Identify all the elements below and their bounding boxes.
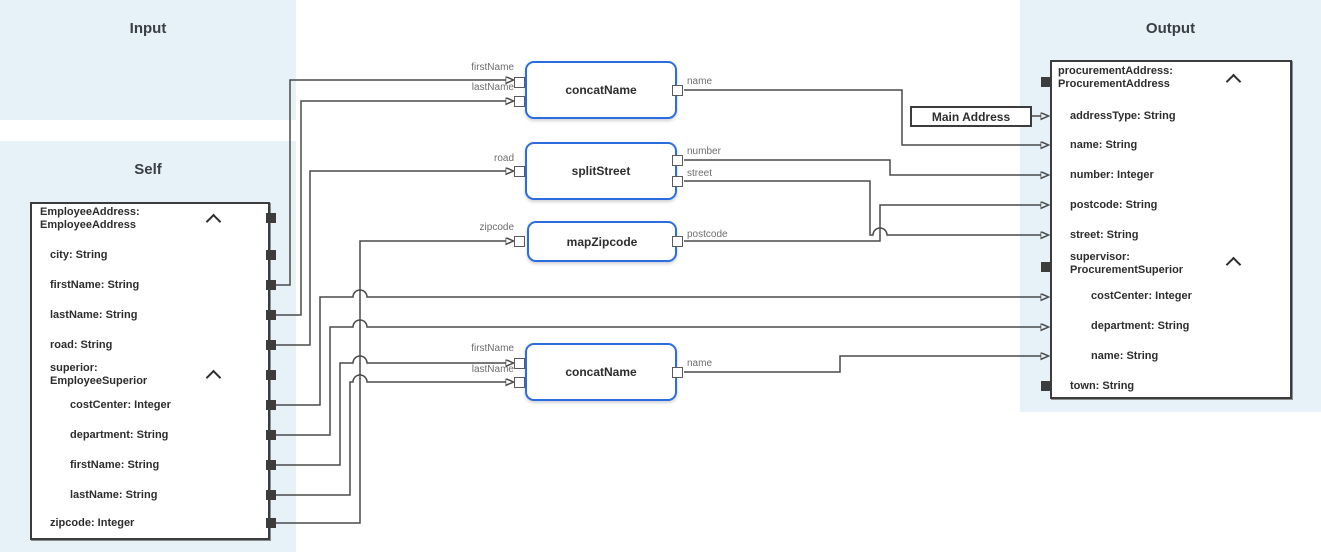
source-port-city[interactable] [266, 250, 276, 260]
source-field-firstname[interactable]: firstName: String [50, 279, 140, 291]
connector-firstname-to-concatname1[interactable] [272, 80, 506, 286]
target-field-postcode[interactable]: postcode: String [1070, 199, 1158, 211]
concatname2-output-port-name[interactable] [672, 367, 683, 378]
source-group-title-line2: EmployeeSuperior [50, 375, 148, 387]
source-field-department[interactable]: department: String [70, 429, 169, 441]
target-group-supervisor[interactable]: supervisor: ProcurementSuperior [1070, 251, 1183, 277]
concatname1-input-port-firstname[interactable] [514, 77, 525, 88]
target-field-name2[interactable]: name: String [1091, 350, 1159, 362]
target-document-box[interactable] [1050, 60, 1292, 399]
constant-main-address[interactable]: Main Address [910, 106, 1032, 127]
transform-mapzipcode[interactable]: mapZipcode [527, 221, 677, 262]
port-label-road: road [493, 153, 514, 164]
target-group-title-line1: supervisor: [1070, 251, 1130, 263]
connector-lastname-to-concatname1[interactable] [272, 101, 506, 316]
splitstreet-output-port-number[interactable] [672, 155, 683, 166]
source-port-road[interactable] [266, 340, 276, 350]
target-field-department[interactable]: department: String [1091, 320, 1190, 332]
input-panel-title: Input [129, 20, 167, 37]
source-box-title: EmployeeAddress: EmployeeAddress [40, 206, 140, 232]
connector-concatname2-name-to-output[interactable] [684, 356, 1041, 373]
connector-concatname1-name-to-output[interactable] [684, 89, 1041, 145]
source-field-lastname2[interactable]: lastName: String [70, 489, 158, 501]
concatname1-input-port-lastname[interactable] [514, 96, 525, 107]
concatname2-input-port-lastname[interactable] [514, 377, 525, 388]
port-label-postcode: postcode [687, 229, 728, 240]
connector-lastname-to-concatname2[interactable] [272, 374, 506, 496]
concatname2-input-port-firstname[interactable] [514, 358, 525, 369]
source-field-lastname[interactable]: lastName: String [50, 309, 138, 321]
target-field-street[interactable]: street: String [1070, 229, 1139, 241]
target-field-name[interactable]: name: String [1070, 139, 1138, 151]
self-panel-title: Self [134, 161, 162, 178]
port-label-lastname: lastName [471, 82, 514, 93]
port-label-lastname2: lastName [471, 364, 514, 375]
collapse-chevron-icon[interactable] [1225, 73, 1242, 90]
target-port-procurementaddress[interactable] [1041, 77, 1051, 87]
source-port-lastname[interactable] [266, 310, 276, 320]
collapse-chevron-icon[interactable] [1225, 256, 1242, 273]
source-group-title-line1: superior: [50, 362, 98, 374]
target-field-costcenter[interactable]: costCenter: Integer [1091, 290, 1192, 302]
source-port-department[interactable] [266, 430, 276, 440]
source-port-firstname[interactable] [266, 280, 276, 290]
source-port-costcenter[interactable] [266, 400, 276, 410]
connector-costcenter-to-output[interactable] [272, 289, 1041, 406]
source-box-title-line1: EmployeeAddress: [40, 206, 140, 218]
target-box-title: procurementAddress: ProcurementAddress [1058, 65, 1173, 91]
mapzipcode-input-port-zipcode[interactable] [514, 236, 525, 247]
connector-department-to-output[interactable] [272, 319, 1041, 436]
source-field-road[interactable]: road: String [50, 339, 113, 351]
target-port-town[interactable] [1041, 381, 1051, 391]
port-label-number: number [687, 146, 721, 157]
target-field-number[interactable]: number: Integer [1070, 169, 1154, 181]
connector-street-to-output[interactable] [684, 180, 1041, 235]
source-field-city[interactable]: city: String [50, 249, 108, 261]
source-field-firstname2[interactable]: firstName: String [70, 459, 160, 471]
transform-concatname-1[interactable]: concatName [525, 61, 677, 119]
port-label-name: name [687, 76, 713, 87]
transform-concatname-2[interactable]: concatName [525, 343, 677, 401]
target-field-town[interactable]: town: String [1070, 380, 1135, 392]
connector-postcode-to-output[interactable] [684, 205, 1041, 242]
source-box-title-line2: EmployeeAddress [40, 219, 136, 231]
connector-number-to-output[interactable] [684, 159, 1041, 175]
port-label-zipcode: zipcode [479, 222, 514, 233]
source-document-box[interactable] [30, 202, 270, 540]
source-field-costcenter[interactable]: costCenter: Integer [70, 399, 171, 411]
concatname1-output-port-name[interactable] [672, 85, 683, 96]
splitstreet-output-port-street[interactable] [672, 176, 683, 187]
source-port-employeeaddress[interactable] [266, 213, 276, 223]
target-box-title-line1: procurementAddress: [1058, 65, 1173, 77]
output-panel-title: Output [1145, 20, 1196, 37]
port-label-firstname2: firstName [471, 343, 514, 354]
port-label-firstname: firstName [471, 62, 514, 73]
transform-splitstreet[interactable]: splitStreet [525, 142, 677, 200]
source-port-lastname2[interactable] [266, 490, 276, 500]
source-field-zipcode[interactable]: zipcode: Integer [50, 517, 135, 529]
splitstreet-input-port-road[interactable] [514, 166, 525, 177]
connector-road-to-splitstreet[interactable] [272, 171, 506, 346]
input-panel: Input [0, 0, 296, 120]
target-group-title-line2: ProcurementSuperior [1070, 264, 1184, 276]
source-port-firstname2[interactable] [266, 460, 276, 470]
target-box-title-line2: ProcurementAddress [1058, 78, 1170, 90]
source-group-superior[interactable]: superior: EmployeeSuperior [50, 362, 147, 388]
target-port-supervisor[interactable] [1041, 262, 1051, 272]
connector-zipcode-to-mapzipcode[interactable] [272, 241, 506, 524]
target-field-addresstype[interactable]: addressType: String [1070, 110, 1176, 122]
source-port-zipcode[interactable] [266, 518, 276, 528]
source-port-superior[interactable] [266, 370, 276, 380]
connector-firstname-to-concatname2[interactable] [272, 355, 506, 466]
mapzipcode-output-port-postcode[interactable] [672, 236, 683, 247]
port-label-name2: name [687, 358, 713, 369]
port-label-street: street [687, 168, 713, 179]
